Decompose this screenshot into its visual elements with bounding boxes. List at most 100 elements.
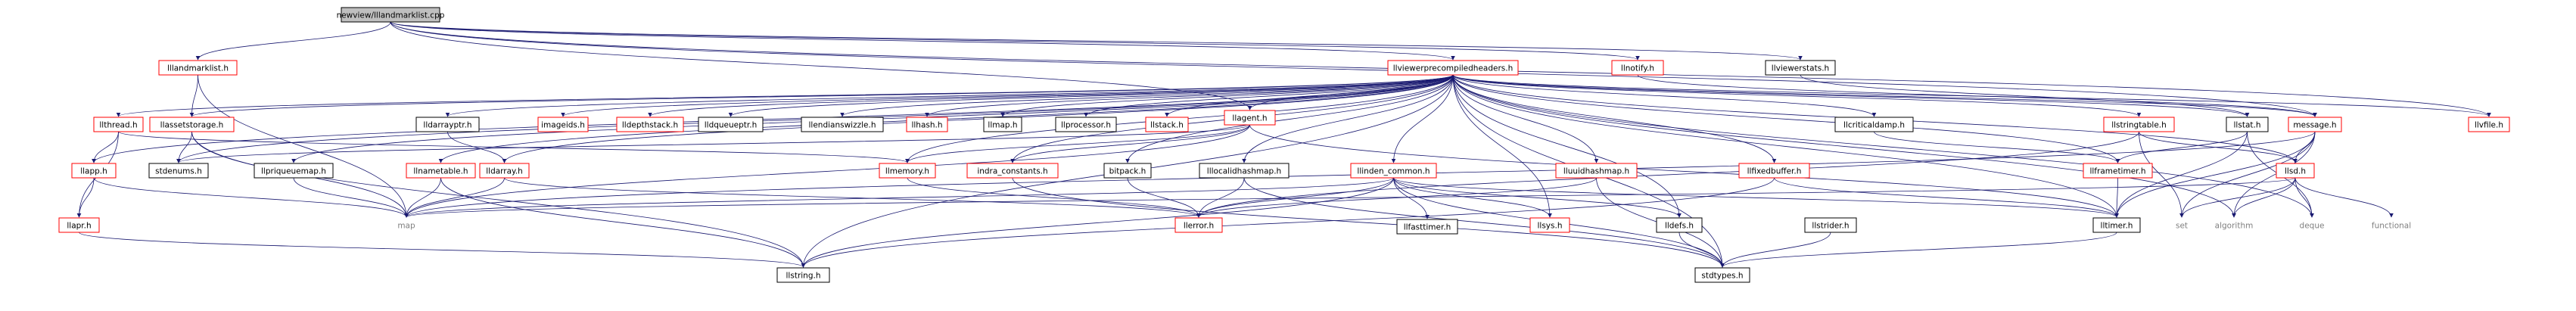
node-lldepthstack[interactable]: lldepthstack.h [616,117,684,132]
node-message[interactable]: message.h [2288,117,2342,132]
edge-root-to-llviewerstats [390,21,1803,61]
edge-llthread-to-llmemory [118,131,910,163]
edge-lldefs-to-stdtypes [1678,232,1725,268]
node-llstringtable[interactable]: llstringtable.h [2103,117,2175,132]
node-lldefs[interactable]: lldefs.h [1656,217,1703,233]
node-lldqueueptr[interactable]: lldqueueptr.h [698,117,764,132]
edge-llfixedbuffer-to-llstring [801,177,1775,268]
edge-llviewerprecompiledheaders-to-llcriticaldamp [1452,74,1877,117]
node-box-imageids [537,117,589,132]
edge-llstringtable-to-set [2139,131,2184,218]
node-label-imageids: imageids.h [541,121,585,130]
edge-llsd-to-map [404,177,2296,218]
node-llstrider[interactable]: llstrider.h [1804,217,1857,233]
node-label-llthread: llthread.h [99,121,137,130]
node-llfasttimer[interactable]: llfasttimer.h [1396,219,1458,235]
edge-message-to-algorithm [2232,131,2316,218]
node-llthread[interactable]: llthread.h [93,117,144,132]
node-llagent[interactable]: llagent.h [1224,110,1276,126]
edge-llviewerprecompiledheaders-to-llframetimer [1452,74,2120,163]
node-box-llnametable [406,163,476,179]
edge-lllocalidhashmap-to-stdtypes [1243,177,1725,268]
edge-llviewerprecompiledheaders-to-lllocalidhashmap [1242,74,1454,163]
node-llsys[interactable]: llsys.h [1529,217,1570,233]
node-label-llinden_common: llinden_common.h [1357,167,1430,176]
node-llassetstorage[interactable]: llassetstorage.h [149,117,235,132]
edge-llmemory-to-llerror [907,177,1201,218]
node-llviewerstats[interactable]: llviewerstats.h [1765,60,1836,76]
node-llsd[interactable]: llsd.h [2276,163,2315,179]
edge-llpriqueuemap-to-map [293,177,409,218]
node-llapr[interactable]: llapr.h [58,217,100,233]
node-stdenums[interactable]: stdenums.h [148,163,209,179]
node-llmemory[interactable]: llmemory.h [879,163,936,179]
node-lllocalidhashmap[interactable]: lllocalidhashmap.h [1199,163,1290,179]
edge-llviewerprecompiledheaders-to-lldqueueptr [728,74,1454,117]
node-box-llinden_common [1350,163,1437,179]
node-indra_constants[interactable]: indra_constants.h [966,163,1059,179]
edge-llassetstorage-to-llstring [191,131,806,268]
node-llfixedbuffer[interactable]: llfixedbuffer.h [1738,163,1810,179]
edge-root-to-llviewerprecompiledheaders [390,21,1455,61]
node-llendianswizzle[interactable]: llendianswizzle.h [801,117,884,132]
edge-llviewerprecompiledheaders-to-llstringtable [1452,74,2142,117]
node-llhash[interactable]: llhash.h [906,117,948,132]
node-llerror[interactable]: llerror.h [1174,217,1223,233]
edge-lluuidhashmap-to-llerror [1196,177,1597,218]
node-llstat[interactable]: llstat.h [2226,117,2269,132]
node-lldarrayptr[interactable]: lldarrayptr.h [415,117,480,132]
node-lluuidhashmap[interactable]: lluuidhashmap.h [1555,163,1638,179]
edge-llviewerprecompiledheaders-to-llendianswizzle [840,74,1454,117]
edge-llapp-to-llapr [76,177,95,218]
node-lllandmarklist[interactable]: lllandmarklist.h [158,60,238,76]
node-box-llpriqueuemap [254,163,334,179]
node-llstack[interactable]: llstack.h [1145,117,1189,132]
node-map: map [397,222,415,231]
node-box-llcriticaldamp [1834,117,1914,132]
node-lldarray[interactable]: lldarray.h [479,163,530,179]
node-imageids[interactable]: imageids.h [537,117,589,132]
node-llvfile[interactable]: llvfile.h [2468,117,2510,132]
edge-llagent-to-map [404,124,1250,218]
node-llmap[interactable]: llmap.h [983,117,1022,132]
node-llframetimer[interactable]: llframetimer.h [2083,163,2153,179]
edge-llviewerprecompiledheaders-to-llstat [1452,74,2250,117]
node-stdtypes[interactable]: stdtypes.h [1694,267,1750,283]
node-label-llviewerprecompiledheaders: llviewerprecompiledheaders.h [1393,64,1514,73]
node-lltimer[interactable]: lltimer.h [2092,217,2141,233]
node-label-lltimer: lltimer.h [2101,222,2133,231]
node-deque: deque [2300,222,2325,231]
edge-llagent-to-stdenums [176,124,1250,163]
node-llinden_common[interactable]: llinden_common.h [1350,163,1437,179]
node-label-llfasttimer: llfasttimer.h [1404,223,1451,232]
node-llviewerprecompiledheaders[interactable]: llviewerprecompiledheaders.h [1387,60,1519,76]
node-label-algorithm: algorithm [2215,222,2254,231]
edge-root-to-llagent [390,21,1252,110]
node-llpriqueuemap[interactable]: llpriqueuemap.h [254,163,334,179]
node-box-llagent [1224,110,1276,126]
node-llprocessor[interactable]: llprocessor.h [1055,117,1117,132]
node-llcriticaldamp[interactable]: llcriticaldamp.h [1834,117,1914,132]
edge-llviewerprecompiledheaders-to-llfixedbuffer [1452,74,1777,163]
edge-llinden_common-to-lldefs [1393,177,1682,218]
node-llapp[interactable]: llapp.h [71,163,117,179]
node-label-llsys: llsys.h [1538,222,1563,231]
node-llstring[interactable]: llstring.h [776,267,830,283]
node-box-llsd [2276,163,2315,179]
edge-llnametable-to-llstring [440,177,806,268]
node-bitpack[interactable]: bitpack.h [1103,163,1152,179]
node-set: set [2176,222,2188,231]
edge-llviewerprecompiledheaders-to-llprocessor [1084,74,1454,117]
node-root[interactable]: newview/lllandmarklist.cpp [337,7,445,23]
node-box-lldarray [479,163,530,179]
node-label-deque: deque [2300,222,2325,231]
node-llnametable[interactable]: llnametable.h [406,163,476,179]
edge-lllandmarklist-to-map [198,74,409,218]
node-box-llstat [2226,117,2269,132]
node-label-llnotify: llnotify.h [1621,64,1654,73]
node-llnotify[interactable]: llnotify.h [1611,60,1664,76]
edge-llstringtable-to-llsd [2139,131,2298,163]
edge-llinden_common-to-lltimer [1393,177,2119,218]
node-box-bitpack [1103,163,1152,179]
